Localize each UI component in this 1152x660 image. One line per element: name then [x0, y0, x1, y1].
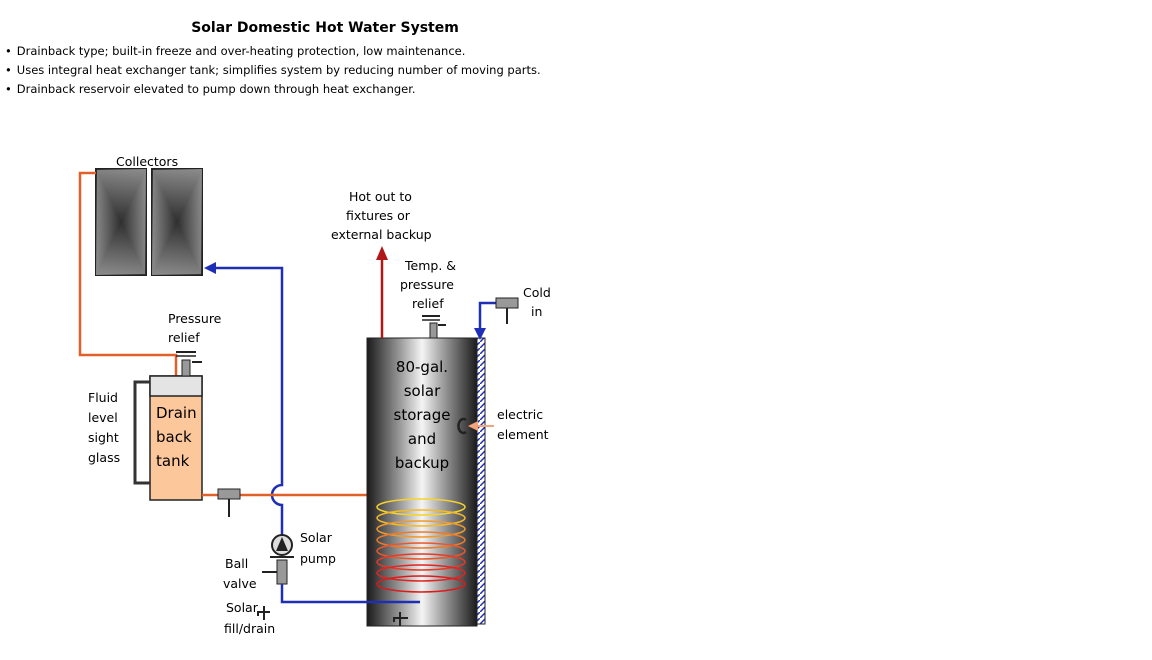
- feature-item: Drainback type; built-in freeze and over…: [5, 42, 541, 61]
- electric-element-icon: [457, 417, 467, 435]
- ball-valve-label: valve: [223, 576, 257, 591]
- fill-drain-label: fill/drain: [224, 621, 275, 636]
- collectors-label: Collectors: [116, 154, 178, 169]
- ball-valve-label: Ball: [225, 556, 248, 571]
- return-arrow-icon: [204, 262, 216, 274]
- tank-jacket: [476, 337, 486, 625]
- sight-glass-icon: [133, 380, 150, 485]
- drainback-tank: [149, 375, 203, 501]
- sight-glass-label: glass: [88, 450, 120, 465]
- drain-tank-label: Drain: [156, 404, 197, 422]
- feature-item: Drainback reservoir elevated to pump dow…: [5, 80, 541, 99]
- drain-valve-icon: [217, 488, 241, 517]
- hot-out-label: fixtures or: [346, 208, 411, 223]
- solar-pump-label: pump: [300, 551, 336, 566]
- element-arrow-icon: [468, 421, 478, 431]
- pressure-relief-valve-icon: [176, 351, 202, 377]
- solar-pump-icon: [270, 534, 294, 558]
- temp-pressure-relief-valve-icon: [422, 315, 446, 339]
- ball-valve-icon: [262, 559, 288, 585]
- electric-element-label: electric: [497, 407, 543, 422]
- exchanger-return-line: [280, 584, 420, 604]
- pressure-relief-label: relief: [168, 330, 200, 345]
- temp-relief-label: pressure: [400, 277, 454, 292]
- temp-relief-label: Temp. &: [404, 258, 456, 273]
- pressure-relief-label: Pressure: [168, 311, 222, 326]
- collector-hot-line: [78, 171, 178, 376]
- drain-tank-label: tank: [156, 452, 190, 470]
- page-title: Solar Domestic Hot Water System: [191, 20, 459, 36]
- hot-out-label: external backup: [331, 227, 432, 242]
- heat-exchanger-coil: [376, 498, 466, 593]
- cold-in-valve-icon: [495, 297, 519, 324]
- feature-item: Uses integral heat exchanger tank; simpl…: [5, 61, 541, 80]
- solar-pump-label: Solar: [300, 530, 333, 545]
- storage-tank-label: and: [408, 430, 436, 448]
- hot-out-arrow-icon: [376, 246, 388, 260]
- tank-drain-valve-icon: [393, 612, 408, 626]
- drain-tank-label: back: [156, 428, 192, 446]
- sight-glass-label: sight: [88, 430, 119, 445]
- fill-drain-label: Solar: [226, 600, 259, 615]
- storage-tank-label: backup: [395, 454, 449, 472]
- cold-in-label: Cold: [523, 285, 551, 300]
- collectors: [95, 168, 203, 276]
- cold-in-line: [478, 301, 498, 330]
- storage-tank-label: storage: [394, 406, 451, 424]
- temp-relief-label: relief: [412, 296, 444, 311]
- cold-in-arrow-icon: [474, 328, 486, 340]
- hot-out-label: Hot out to: [349, 189, 412, 204]
- sight-glass-label: level: [88, 410, 118, 425]
- cold-in-label: in: [531, 304, 542, 319]
- storage-tank-label: 80-gal.: [396, 358, 448, 376]
- fill-drain-valve-icon: [257, 606, 270, 620]
- collector-return-line: [214, 266, 284, 538]
- electric-element-label: element: [497, 427, 549, 442]
- feature-list: Drainback type; built-in freeze and over…: [5, 42, 541, 99]
- sight-glass-label: Fluid: [88, 390, 118, 405]
- storage-tank-label: solar: [404, 382, 441, 400]
